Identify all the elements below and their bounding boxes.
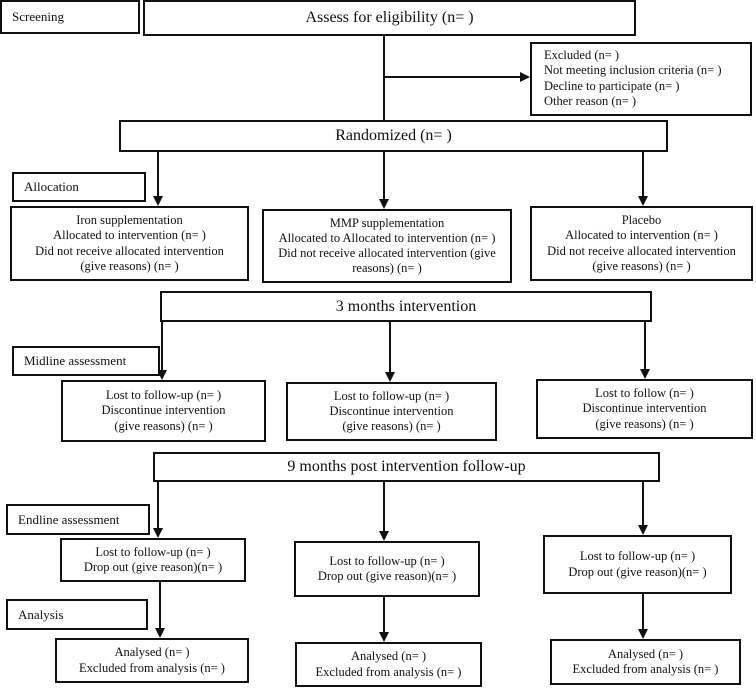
analysis-box-iron: Analysed (n= ) Excluded from analysis (n… — [55, 638, 249, 683]
allocation-line: Did not receive allocated intervention — [35, 243, 224, 258]
randomized-box: Randomized (n= ) — [119, 120, 668, 152]
followup-box: 9 months post intervention follow-up — [153, 452, 660, 482]
followup-title: 9 months post intervention follow-up — [287, 458, 526, 476]
stage-midline: Midline assessment — [12, 346, 160, 376]
midline-line: Lost to follow (n= ) — [595, 386, 694, 401]
analysis-box-placebo: Analysed (n= ) Excluded from analysis (n… — [550, 639, 741, 685]
midline-box-placebo: Lost to follow (n= ) Discontinue interve… — [536, 379, 753, 439]
excluded-line: Decline to participate (n= ) — [544, 78, 680, 93]
eligibility-title: Assess for eligibility (n= ) — [305, 9, 474, 27]
endline-line: Drop out (give reason)(n= ) — [83, 560, 223, 574]
midline-line: Discontinue intervention — [582, 401, 707, 416]
midline-line: (give reasons) (n= ) — [114, 418, 213, 433]
allocation-line: Did not receive allocated intervention (… — [278, 246, 496, 260]
endline-line: Lost to follow-up (n= ) — [329, 553, 445, 568]
intervention-title: 3 months intervention — [335, 297, 477, 315]
analysis-line: Analysed (n= ) — [607, 646, 684, 661]
allocation-box-iron: Iron supplementation Allocated to interv… — [10, 206, 249, 281]
stage-endline-label: Endline assessment — [18, 511, 120, 527]
excluded-line: Not meeting inclusion criteria (n= ) — [544, 63, 722, 78]
midline-line: Discontinue intervention — [101, 403, 226, 418]
midline-box-mmp: Lost to follow-up (n= ) Discontinue inte… — [286, 382, 497, 441]
analysis-box-mmp: Analysed (n= ) Excluded from analysis (n… — [295, 642, 482, 687]
endline-box-placebo: Lost to follow-up (n= ) Drop out (give r… — [543, 535, 732, 594]
excluded-box: Excluded (n= ) Not meeting inclusion cri… — [530, 42, 752, 116]
allocation-line: Did not receive allocated intervention — [547, 243, 736, 258]
allocation-box-mmp: MMP supplementation Allocated to Allocat… — [262, 209, 512, 283]
endline-line: Drop out (give reason)(n= ) — [317, 569, 457, 583]
allocation-line: (give reasons) (n= ) — [592, 258, 691, 273]
analysis-line: Excluded from analysis (n= ) — [572, 662, 719, 676]
allocation-line: Allocated to intervention (n= ) — [565, 228, 718, 243]
midline-line: Discontinue intervention — [329, 403, 454, 418]
stage-allocation: Allocation — [12, 172, 146, 202]
endline-box-iron: Lost to follow-up (n= ) Drop out (give r… — [60, 538, 246, 582]
midline-line: (give reasons) (n= ) — [595, 416, 694, 431]
analysis-line: Excluded from analysis (n= ) — [315, 664, 462, 679]
stage-allocation-label: Allocation — [24, 179, 79, 195]
allocation-line: reasons) (n= ) — [352, 261, 422, 276]
allocation-line: Allocated to Allocated to intervention (… — [278, 230, 496, 245]
allocation-line: (give reasons) (n= ) — [80, 258, 179, 273]
endline-line: Lost to follow-up (n= ) — [95, 544, 211, 559]
stage-analysis-label: Analysis — [18, 606, 64, 622]
allocation-box-placebo: Placebo Allocated to intervention (n= ) … — [530, 206, 753, 281]
excluded-line: Excluded (n= ) — [544, 48, 620, 62]
randomized-title: Randomized (n= ) — [335, 127, 452, 145]
midline-line: Lost to follow-up (n= ) — [333, 388, 450, 403]
midline-box-iron: Lost to follow-up (n= ) Discontinue inte… — [61, 380, 266, 442]
endline-box-mmp: Lost to follow-up (n= ) Drop out (give r… — [294, 541, 480, 597]
eligibility-box: Assess for eligibility (n= ) — [143, 0, 636, 36]
midline-line: (give reasons) (n= ) — [342, 419, 441, 434]
allocation-line: Allocated to intervention (n= ) — [53, 228, 206, 243]
stage-midline-label: Midline assessment — [24, 353, 127, 369]
endline-line: Drop out (give reason)(n= ) — [568, 564, 707, 579]
intervention-box: 3 months intervention — [160, 291, 652, 322]
stage-analysis: Analysis — [6, 599, 148, 630]
stage-screening: Screening — [0, 0, 140, 34]
allocation-line: Iron supplementation — [76, 213, 183, 227]
stage-endline: Endline assessment — [6, 504, 150, 535]
analysis-line: Analysed (n= ) — [114, 645, 190, 660]
allocation-line: Placebo — [621, 213, 662, 227]
endline-line: Lost to follow-up (n= ) — [579, 549, 696, 564]
analysis-line: Excluded from analysis (n= ) — [79, 660, 225, 675]
analysis-line: Analysed (n= ) — [350, 649, 427, 664]
excluded-line: Other reason (n= ) — [544, 93, 637, 108]
allocation-line: MMP supplementation — [329, 215, 445, 230]
stage-screening-label: Screening — [12, 9, 64, 25]
midline-line: Lost to follow-up (n= ) — [105, 388, 222, 403]
